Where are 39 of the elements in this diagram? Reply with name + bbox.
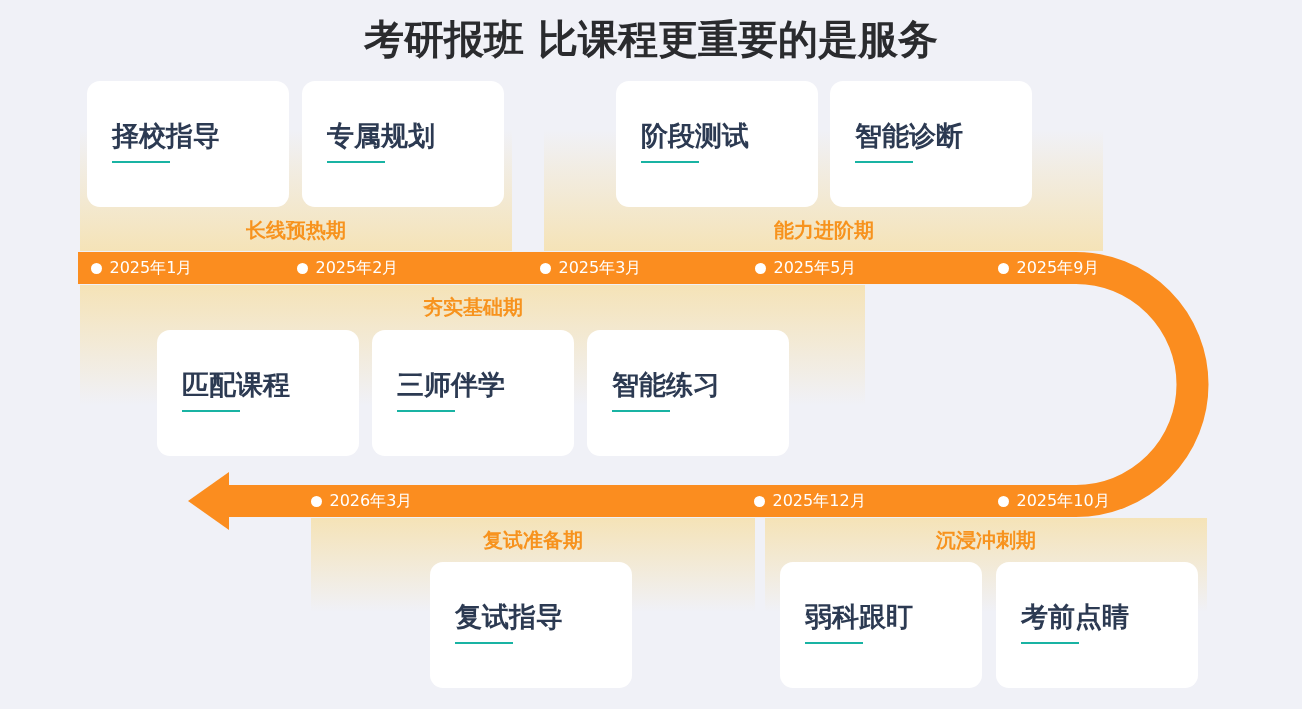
card-title: 考前点睛 <box>1021 602 1129 632</box>
card-title: 三师伴学 <box>397 370 505 400</box>
phase-label: 能力进阶期 <box>773 217 874 242</box>
date-label: 2026年3月 <box>329 490 413 512</box>
date-label: 2025年3月 <box>558 257 642 279</box>
date-label: 2025年5月 <box>773 257 857 279</box>
phase-band <box>765 518 1207 561</box>
service-card <box>830 81 1032 207</box>
service-card <box>302 81 504 207</box>
phase-label: 夯实基础期 <box>422 295 523 319</box>
diagram-title: 考研报班 比课程更重要的是服务 <box>363 16 939 62</box>
date-label: 2025年9月 <box>1016 257 1100 279</box>
phase-label: 复试准备期 <box>483 527 583 552</box>
service-card <box>430 562 632 688</box>
phase-band <box>80 285 865 329</box>
service-card <box>372 330 574 456</box>
date-label: 2025年1月 <box>109 257 193 279</box>
service-card <box>587 330 789 456</box>
service-card <box>616 81 818 207</box>
service-card <box>87 81 289 207</box>
service-card <box>780 562 982 688</box>
card-title: 阶段测试 <box>641 121 749 151</box>
card-title: 专属规划 <box>327 121 435 151</box>
phase-band <box>80 208 512 251</box>
date-label: 2025年2月 <box>315 257 399 279</box>
card-title: 弱科跟盯 <box>805 602 913 632</box>
phase-label: 长线预热期 <box>246 217 346 242</box>
card-title: 复试指导 <box>455 602 563 632</box>
card-title: 匹配课程 <box>182 370 290 400</box>
phase-band <box>544 208 1103 251</box>
date-label: 2025年10月 <box>1016 490 1110 512</box>
date-label: 2025年12月 <box>772 490 866 512</box>
card-title: 智能练习 <box>612 370 720 400</box>
card-title: 智能诊断 <box>855 121 963 151</box>
phase-label: 沉浸冲刺期 <box>936 527 1036 552</box>
service-card <box>157 330 359 456</box>
service-card <box>996 562 1198 688</box>
card-title: 择校指导 <box>112 121 220 151</box>
phase-band <box>311 518 755 561</box>
